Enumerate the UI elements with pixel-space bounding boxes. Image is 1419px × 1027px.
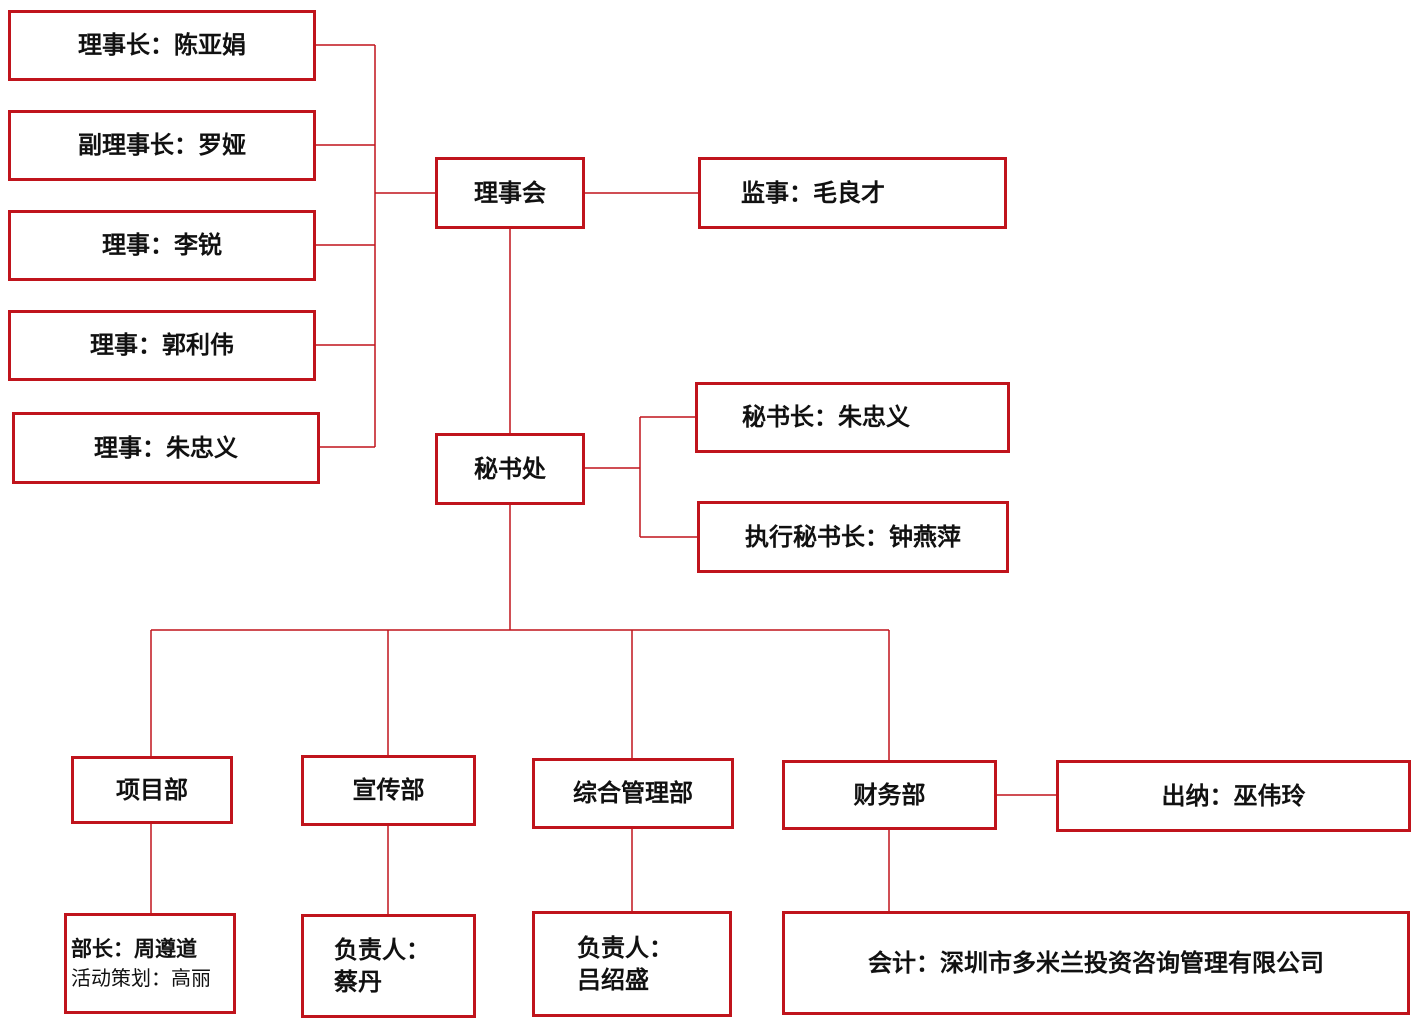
finance-dept-box: 财务部 <box>782 760 997 830</box>
director-label: 理事：李锐 <box>102 230 222 260</box>
director-box: 理事：李锐 <box>8 210 316 281</box>
project-lead-box: 部长：周遵道 活动策划：高丽 <box>64 913 236 1014</box>
director-box: 理事：郭利伟 <box>8 310 316 381</box>
vice-chairman-box: 副理事长：罗娅 <box>8 110 316 181</box>
general-dept-box: 综合管理部 <box>532 758 734 829</box>
director-label: 理事：郭利伟 <box>90 330 234 360</box>
executive-secretary-label: 执行秘书长：钟燕萍 <box>745 521 961 551</box>
supervisor-box: 监事：毛良才 <box>698 157 1007 229</box>
project-dept-label: 项目部 <box>116 774 188 804</box>
cashier-label: 出纳：巫伟玲 <box>1161 780 1306 810</box>
general-lead-box: 负责人： 吕绍盛 <box>532 911 732 1017</box>
secretary-general-label: 秘书长：朱忠义 <box>742 402 910 432</box>
finance-dept-label: 财务部 <box>853 779 926 809</box>
publicity-dept-box: 宣传部 <box>301 755 476 826</box>
general-lead-title: 负责人： <box>577 932 673 962</box>
vice-chairman-label: 副理事长：罗娅 <box>78 130 246 160</box>
publicity-lead-title: 负责人： <box>334 934 430 964</box>
publicity-lead-name: 蔡丹 <box>334 967 382 996</box>
director-box: 理事：朱忠义 <box>12 412 320 484</box>
project-planner-label: 活动策划：高丽 <box>71 966 211 991</box>
executive-secretary-box: 执行秘书长：钟燕萍 <box>697 501 1009 573</box>
accountant-box: 会计：深圳市多米兰投资咨询管理有限公司 <box>782 911 1410 1015</box>
publicity-lead-box: 负责人： 蔡丹 <box>301 914 476 1018</box>
cashier-box: 出纳：巫伟玲 <box>1056 760 1411 832</box>
board-box: 理事会 <box>435 157 585 229</box>
secretariat-label: 秘书处 <box>474 453 546 483</box>
publicity-dept-label: 宣传部 <box>352 775 425 805</box>
director-label: 理事：朱忠义 <box>94 432 238 462</box>
general-lead-name: 吕绍盛 <box>577 965 649 994</box>
board-label: 理事会 <box>474 177 546 207</box>
secretariat-box: 秘书处 <box>435 433 585 505</box>
accountant-label: 会计：深圳市多米兰投资咨询管理有限公司 <box>868 947 1324 977</box>
general-dept-label: 综合管理部 <box>573 778 693 808</box>
chairman-box: 理事长：陈亚娟 <box>8 10 316 81</box>
project-dept-box: 项目部 <box>71 756 233 824</box>
supervisor-label: 监事：毛良才 <box>741 177 885 207</box>
secretary-general-box: 秘书长：朱忠义 <box>695 382 1010 453</box>
project-head-label: 部长：周遵道 <box>71 935 197 961</box>
chairman-label: 理事长：陈亚娟 <box>78 30 246 60</box>
